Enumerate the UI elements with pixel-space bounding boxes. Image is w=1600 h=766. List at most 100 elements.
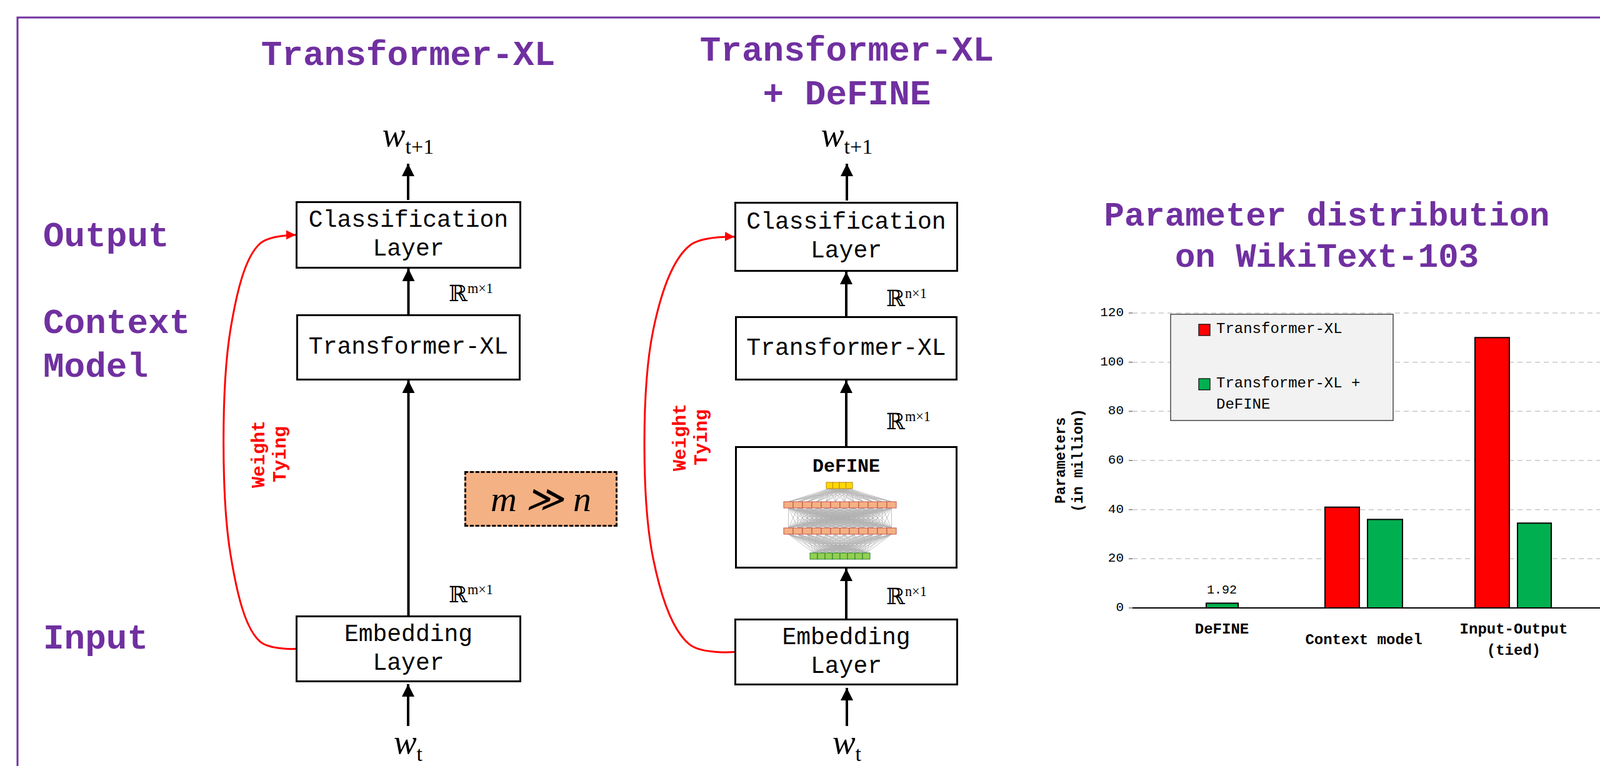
legend-swatch bbox=[1198, 378, 1210, 390]
network-link bbox=[866, 534, 892, 554]
layer-box: Embedding Layer bbox=[734, 618, 959, 686]
dimension-label: ℝm×1 bbox=[886, 409, 931, 435]
network-unit bbox=[817, 553, 825, 560]
network-unit bbox=[862, 553, 870, 560]
network-link bbox=[826, 488, 850, 502]
network-unit bbox=[840, 501, 850, 509]
network-link bbox=[813, 534, 817, 554]
row-label: Output bbox=[43, 218, 170, 257]
network-link bbox=[788, 508, 892, 529]
node-text: Transformer-XL bbox=[308, 333, 509, 362]
bar bbox=[1517, 523, 1552, 609]
bar-chart bbox=[1128, 313, 1600, 609]
network-unit bbox=[821, 528, 831, 535]
network-unit bbox=[811, 528, 822, 535]
tick-mark bbox=[1128, 558, 1133, 560]
network-link bbox=[835, 488, 850, 502]
network-link bbox=[843, 534, 892, 554]
network-unit bbox=[840, 553, 848, 560]
value-label: 1.92 bbox=[1206, 583, 1237, 598]
layer-box: Classification Layer bbox=[734, 201, 959, 272]
network-unit bbox=[802, 501, 812, 509]
edge-label: Weight Tying bbox=[670, 398, 713, 477]
network-unit bbox=[839, 482, 847, 489]
tick-label: 0 bbox=[1115, 600, 1124, 615]
network-link bbox=[845, 488, 850, 502]
dimension-label: ℝn×1 bbox=[886, 286, 927, 312]
network-link bbox=[788, 488, 850, 502]
define-box: DeFINE bbox=[735, 446, 958, 569]
network-unit bbox=[858, 528, 869, 535]
connectors bbox=[223, 235, 847, 653]
legend-swatch bbox=[1198, 324, 1210, 336]
category-label: DeFINE bbox=[1195, 621, 1249, 639]
node-text: Transformer-XL bbox=[746, 334, 946, 364]
category-label: Input-Output (tied) bbox=[1438, 619, 1589, 662]
network-unit bbox=[793, 528, 803, 535]
category-label: Context model bbox=[1301, 630, 1427, 652]
layer-box: Embedding Layer bbox=[295, 615, 522, 683]
tick-mark bbox=[1128, 460, 1133, 462]
network-unit bbox=[821, 501, 831, 509]
network-unit bbox=[855, 553, 863, 560]
input-arrow bbox=[406, 684, 410, 727]
token-symbol: wt+1 bbox=[382, 116, 434, 159]
network-link bbox=[863, 508, 892, 529]
network-unit bbox=[793, 501, 803, 509]
network-unit bbox=[830, 501, 840, 509]
network-link bbox=[843, 534, 883, 554]
network-link bbox=[849, 488, 892, 502]
tick-mark bbox=[1128, 607, 1133, 609]
network-link bbox=[816, 508, 892, 529]
row-label: Input bbox=[43, 620, 149, 660]
network-unit bbox=[832, 553, 840, 560]
network-unit bbox=[858, 501, 869, 509]
flow-arrow bbox=[407, 268, 410, 315]
layer-box: Transformer-XL bbox=[735, 316, 958, 381]
row-label: Context Model bbox=[43, 301, 206, 390]
network-link bbox=[788, 508, 892, 529]
network-unit bbox=[825, 553, 833, 560]
tick-label: 20 bbox=[1108, 551, 1124, 567]
node-text: Classification Layer bbox=[742, 208, 950, 265]
network-link bbox=[845, 508, 892, 529]
network-link bbox=[807, 488, 850, 502]
network-unit bbox=[846, 482, 854, 489]
network-link bbox=[821, 534, 892, 554]
bar bbox=[1475, 337, 1510, 609]
flow-arrow bbox=[845, 271, 848, 317]
node-text: Embedding Layer bbox=[303, 620, 514, 678]
network-unit bbox=[886, 528, 897, 535]
network-link bbox=[835, 508, 892, 529]
network-link bbox=[851, 534, 892, 554]
edge-label: Weight Tying bbox=[248, 415, 292, 494]
network-unit bbox=[868, 528, 878, 535]
network-link bbox=[798, 488, 850, 502]
network-unit bbox=[877, 528, 887, 535]
node-text: Classification Layer bbox=[303, 206, 514, 264]
network-link bbox=[813, 534, 892, 554]
legend-box bbox=[1170, 314, 1394, 421]
network-unit bbox=[833, 482, 840, 489]
network-link bbox=[826, 508, 892, 529]
network-unit bbox=[826, 482, 834, 489]
axis-title: Parameters (in million) bbox=[1052, 406, 1088, 516]
input-arrow bbox=[845, 688, 849, 727]
layer-box: Classification Layer bbox=[295, 201, 522, 269]
bar bbox=[1325, 507, 1360, 609]
network-link bbox=[891, 508, 892, 529]
weight-tying-arrow bbox=[644, 236, 735, 653]
network-link bbox=[849, 488, 883, 502]
tick-mark bbox=[1128, 411, 1133, 413]
tick-mark bbox=[1128, 312, 1133, 314]
token-symbol: wt+1 bbox=[821, 116, 873, 159]
network-link bbox=[842, 488, 892, 502]
network-link bbox=[858, 534, 892, 554]
network-link bbox=[854, 508, 892, 529]
column-title: Transformer-XL bbox=[261, 36, 555, 76]
chart-title: Parameter distribution on WikiText-103 bbox=[1089, 196, 1565, 279]
dimension-label: ℝm×1 bbox=[448, 281, 494, 307]
weight-tying-arrow bbox=[223, 235, 296, 650]
note-box: m ≫ n bbox=[464, 471, 618, 527]
